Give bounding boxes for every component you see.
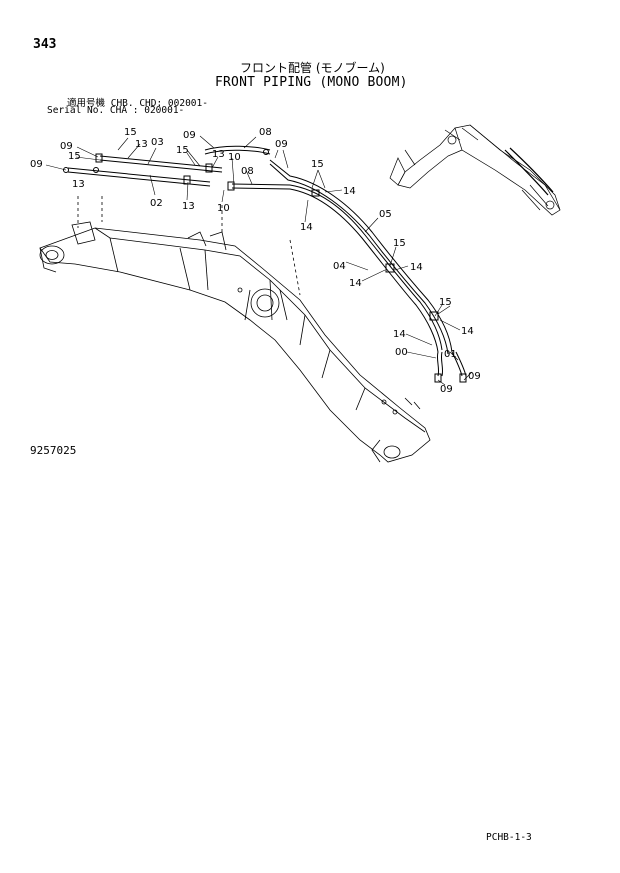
callout-00: 00 [395,347,408,358]
page-number: 343 [33,37,57,52]
inset-front-attachment [389,124,561,216]
callout-09: 09 [183,130,196,141]
callout-14: 14 [461,326,474,337]
title-japanese: フロント配管 (モノブーム) [240,61,385,75]
callout-13: 13 [135,139,148,150]
callout-04: 04 [333,261,346,272]
callout-labels: 09 15 13 15 09 03 13 02 13 09 08 15 13 1… [30,127,481,395]
callout-09: 09 [468,371,481,382]
callout-15: 15 [68,151,81,162]
callout-08: 08 [259,127,272,138]
pipe-assembly [63,145,467,383]
callout-01: 01 [444,349,457,360]
callout-09: 09 [30,159,43,170]
callout-09: 09 [60,141,73,152]
callout-15: 15 [393,238,406,249]
callout-13: 13 [212,149,225,160]
callout-13: 13 [72,179,85,190]
callout-15: 15 [176,145,189,156]
serial-number-line: Serial No. CHA : 020001- [47,105,185,116]
callout-09: 09 [275,139,288,150]
callout-09: 09 [440,384,453,395]
figure-number: 9257025 [30,444,77,457]
callout-10: 10 [228,152,241,163]
footer-code: PCHB-1-3 [486,832,532,843]
serial-applicability-line: 適用号機 CHB. CHD: 002001- [67,98,208,109]
callout-15: 15 [124,127,137,138]
callout-leaders [45,135,473,386]
callout-02: 02 [150,198,163,209]
callout-14: 14 [343,186,356,197]
callout-15: 15 [311,159,324,170]
callout-14: 14 [410,262,423,273]
callout-10: 10 [217,203,230,214]
callout-14: 14 [300,222,313,233]
callout-13: 13 [182,201,195,212]
callout-03: 03 [151,137,164,148]
boom-body [39,196,431,463]
callout-08: 08 [241,166,254,177]
callout-14: 14 [349,278,362,289]
callout-14: 14 [393,329,406,340]
callout-05: 05 [379,209,392,220]
callout-15: 15 [439,297,452,308]
page-title: FRONT PIPING (MONO BOOM) [215,75,408,90]
